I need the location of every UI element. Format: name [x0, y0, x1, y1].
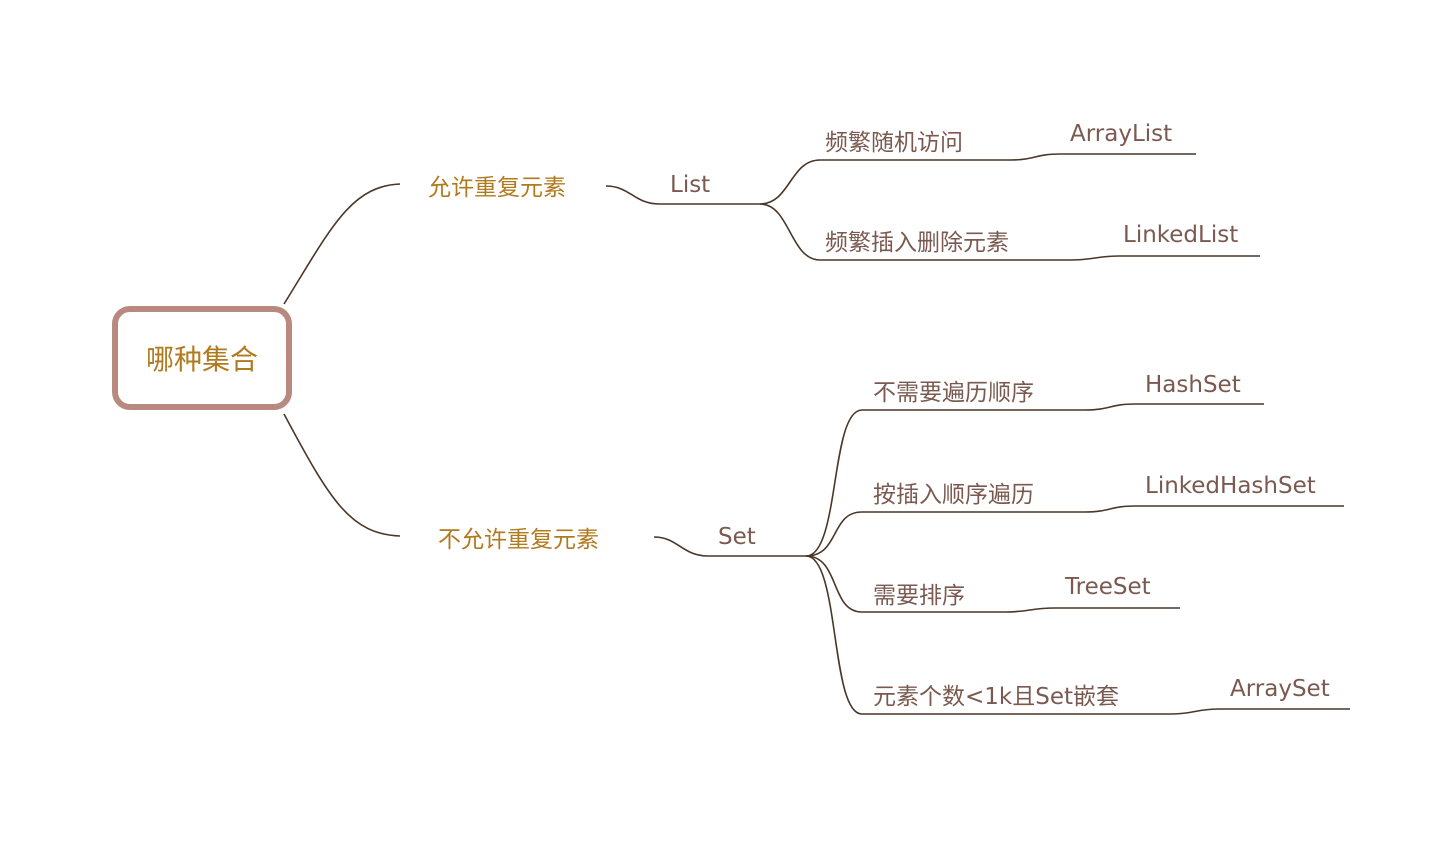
result-arrayset[interactable]: ArraySet: [1230, 676, 1330, 702]
link-list-random-access: [759, 153, 1196, 205]
link-root-no-dup: [283, 413, 401, 537]
root-label: 哪种集合: [145, 343, 258, 376]
condition-sorted[interactable]: 需要排序: [873, 583, 965, 609]
node-list[interactable]: List: [670, 172, 711, 198]
link-set-linkedhashset: [805, 505, 1344, 557]
branch-no-duplicates[interactable]: 不允许重复元素: [438, 527, 599, 553]
condition-small-nested[interactable]: 元素个数<1k且Set嵌套: [873, 684, 1119, 710]
condition-insertion-order[interactable]: 按插入顺序遍历: [873, 482, 1034, 508]
link-root-allow-dup: [283, 183, 401, 305]
result-hashset[interactable]: HashSet: [1145, 372, 1241, 398]
branch-allow-duplicates[interactable]: 允许重复元素: [428, 175, 566, 201]
link-list-insert-delete: [759, 203, 1260, 261]
root-node[interactable]: 哪种集合: [112, 306, 292, 410]
result-arraylist[interactable]: ArrayList: [1070, 121, 1173, 147]
link-set-treeset: [805, 555, 1180, 613]
link-set-arrayset: [805, 555, 1350, 715]
link-no-dup-set: [653, 536, 806, 557]
link-allow-dup-list: [605, 185, 760, 205]
condition-random-access[interactable]: 频繁随机访问: [825, 130, 963, 156]
link-set-hashset: [805, 403, 1264, 557]
result-linkedhashset[interactable]: LinkedHashSet: [1145, 473, 1316, 499]
result-treeset[interactable]: TreeSet: [1065, 574, 1151, 600]
node-set[interactable]: Set: [718, 524, 756, 550]
condition-no-order[interactable]: 不需要遍历顺序: [873, 380, 1034, 406]
condition-insert-delete[interactable]: 频繁插入删除元素: [825, 230, 1009, 256]
result-linkedlist[interactable]: LinkedList: [1123, 222, 1239, 248]
